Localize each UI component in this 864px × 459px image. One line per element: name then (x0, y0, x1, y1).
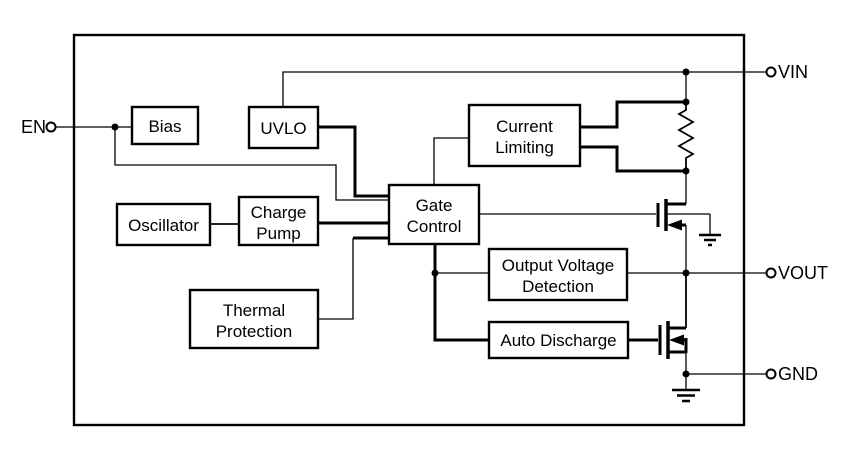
pin-en-label: EN (21, 117, 46, 137)
pin-vin-label: VIN (778, 62, 808, 82)
block-thermal-protection: Thermal Protection (188, 288, 320, 350)
junction-dot (682, 68, 690, 76)
block-current-limiting-label-2: Limiting (495, 138, 554, 157)
wiring (56, 71, 766, 375)
junction-dots (111, 68, 690, 378)
block-auto-discharge-label: Auto Discharge (500, 331, 616, 350)
pin-vout-terminal-icon (765, 267, 777, 279)
block-gate-control: Gate Control (387, 183, 481, 246)
block-auto-discharge: Auto Discharge (487, 320, 630, 360)
block-charge-pump: Charge Pump (237, 195, 320, 247)
block-bias-label: Bias (148, 117, 181, 136)
pin-gnd: GND (765, 364, 818, 384)
block-thermal-protection-label-1: Thermal (223, 301, 285, 320)
wire-vin-rail (282, 71, 766, 107)
block-uvlo: UVLO (247, 105, 320, 150)
block-oscillator: Oscillator (115, 202, 212, 247)
block-output-voltage-detection: Output Voltage Detection (487, 247, 629, 302)
block-oscillator-label: Oscillator (128, 216, 199, 235)
junction-dot (431, 269, 439, 277)
block-charge-pump-label-2: Pump (256, 224, 300, 243)
pin-gnd-terminal-icon (765, 368, 777, 380)
wire-current-limit-lower (580, 145, 686, 173)
pin-vin-terminal-icon (765, 66, 777, 78)
block-ovd-label-2: Detection (522, 277, 594, 296)
pin-en-terminal-icon (45, 121, 57, 133)
block-thermal-protection-label-2: Protection (216, 322, 293, 341)
wire-uvlo-to-gate-control (318, 125, 389, 198)
wire-en-to-gate-control (114, 127, 389, 201)
block-current-limiting-label-1: Current (496, 117, 553, 136)
pin-vin: VIN (765, 62, 808, 82)
wire-gate-control-to-current-limiting (433, 137, 469, 185)
block-current-limiting: Current Limiting (467, 103, 582, 168)
discharge-mosfet-icon (628, 321, 688, 359)
block-ovd-label-1: Output Voltage (502, 256, 614, 275)
pass-mosfet-icon (656, 199, 710, 231)
block-uvlo-label: UVLO (260, 119, 306, 138)
block-gate-control-label-1: Gate (416, 196, 453, 215)
junction-dot (682, 269, 690, 277)
block-gate-control-label-2: Control (407, 217, 462, 236)
junction-dot (111, 123, 119, 131)
block-charge-pump-label-1: Charge (251, 203, 307, 222)
junction-dot (682, 370, 690, 378)
wire-current-limit-upper (580, 100, 686, 129)
pin-vout-label: VOUT (778, 263, 828, 283)
pin-gnd-label: GND (778, 364, 818, 384)
wire-thermal-to-gate-control (318, 238, 354, 320)
pin-vout: VOUT (765, 263, 828, 283)
junction-dot (682, 98, 690, 106)
ground-icon (699, 214, 721, 247)
junction-dot (682, 167, 690, 175)
resistor-icon (677, 102, 695, 171)
block-bias: Bias (130, 105, 200, 146)
pin-en: EN (21, 117, 57, 137)
